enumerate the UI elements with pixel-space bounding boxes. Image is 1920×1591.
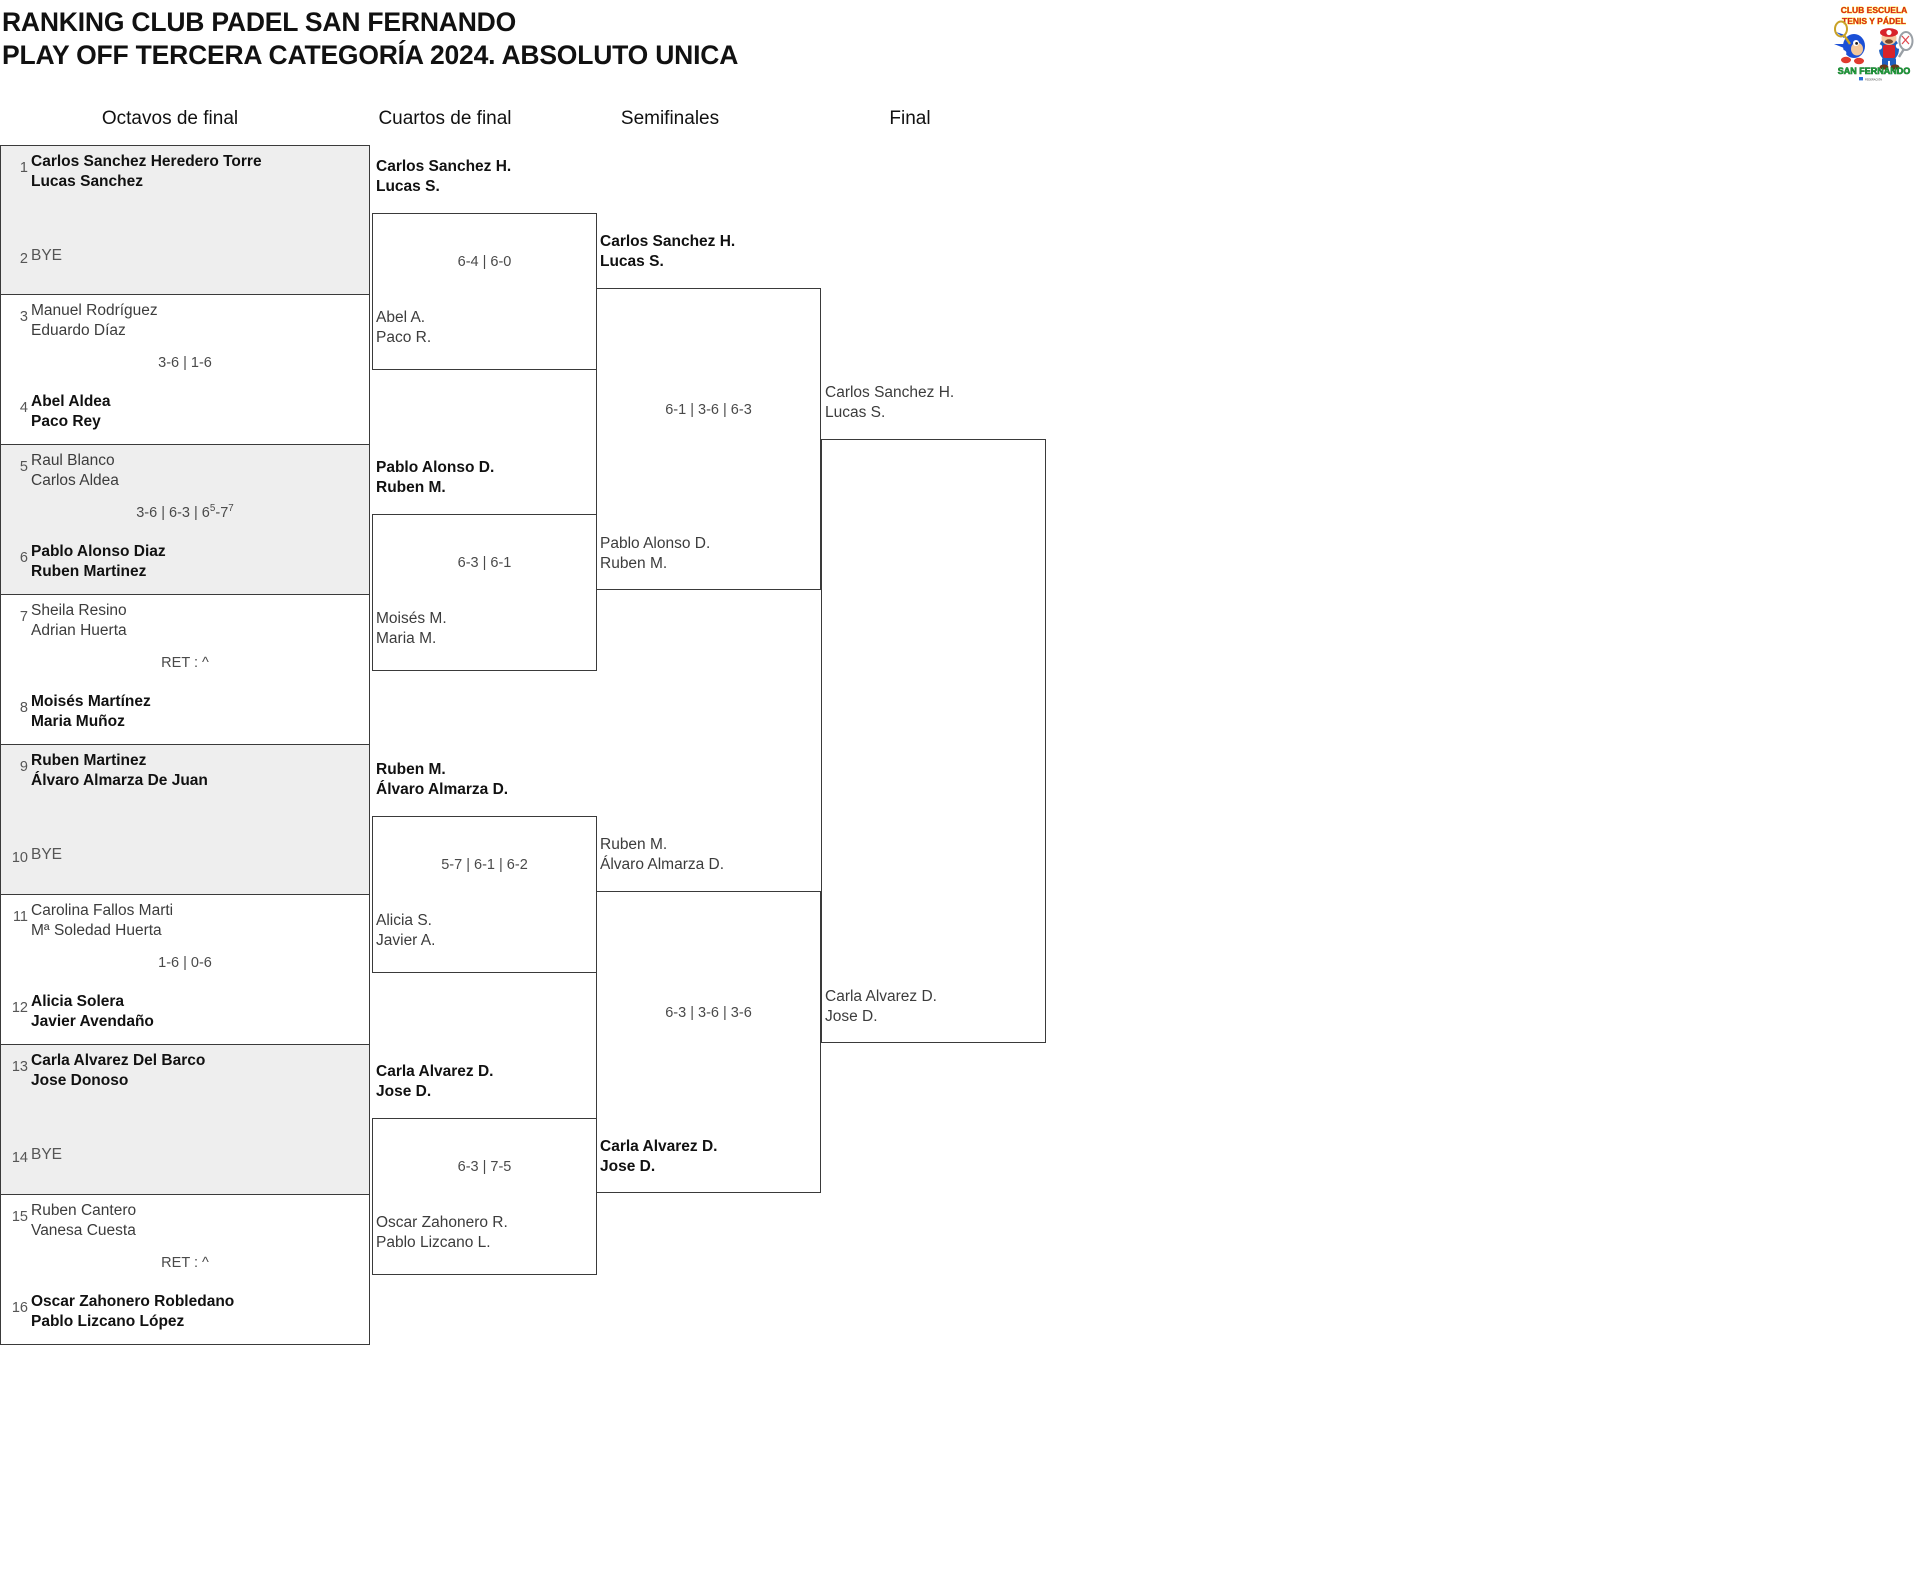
seed-number: 4 — [19, 400, 28, 416]
qf3-score: 5-7 | 6-1 | 6-2 — [441, 857, 528, 873]
round-header-cuartos: Cuartos de final — [378, 108, 512, 129]
seed-number: 5 — [19, 459, 28, 475]
sf2-team-top: Ruben M.Álvaro Almarza D. — [600, 836, 725, 873]
club-logo: CLUB ESCUELA TENIS Y PÁDEL SAN FERNAN — [1832, 2, 1916, 82]
club-logo-artwork: CLUB ESCUELA TENIS Y PÁDEL SAN FERNAN — [1832, 2, 1916, 82]
round-header-octavos: Octavos de final — [101, 108, 239, 129]
seed-number: 11 — [12, 909, 28, 925]
match-score: 3-6 | 1-6 — [158, 355, 212, 371]
seed-number: 3 — [19, 309, 28, 325]
match-score: RET : ^ — [161, 1255, 209, 1271]
qf1-team-top: Carlos Sanchez H.Lucas S. — [376, 158, 512, 195]
sf2-team-bottom: Carla Alvarez D.Jose D. — [600, 1138, 718, 1175]
sf2-box[interactable]: 6-3 | 3-6 | 3-6 — [596, 891, 821, 1193]
svg-text:CLUB ESCUELA: CLUB ESCUELA — [1841, 5, 1908, 15]
seed-number: 6 — [19, 550, 28, 566]
qf3-team-bottom: Alicia S.Javier A. — [376, 912, 436, 949]
qf4-team-bottom: Oscar Zahonero R.Pablo Lizcano L. — [376, 1214, 508, 1251]
seed-number: 9 — [19, 759, 28, 775]
qf1-team-bottom: Abel A.Paco R. — [376, 309, 432, 346]
final-team-bottom: Carla Alvarez D.Jose D. — [825, 988, 937, 1025]
team-bottom-bye: BYE — [31, 846, 63, 863]
match-score: 3-6 | 6-3 | 65-77 — [136, 503, 234, 521]
title-line-2: PLAY OFF TERCERA CATEGORÍA 2024. ABSOLUT… — [2, 40, 739, 70]
match-score: RET : ^ — [161, 655, 209, 671]
qf3-team-top: Ruben M.Álvaro Almarza D. — [376, 761, 509, 798]
team-bottom-bye: BYE — [31, 1146, 63, 1163]
sf1-score: 6-1 | 3-6 | 6-3 — [665, 402, 752, 418]
team-bottom-bye: BYE — [31, 247, 63, 264]
svg-text:FEDERACIÓN: FEDERACIÓN — [1865, 76, 1882, 81]
qf2-score: 6-3 | 6-1 — [457, 555, 512, 571]
seed-number: 1 — [19, 160, 28, 176]
seed-number: 10 — [11, 850, 28, 866]
sf1-team-bottom: Pablo Alonso D.Ruben M. — [600, 535, 711, 572]
title-line-1: RANKING CLUB PADEL SAN FERNANDO — [2, 7, 516, 37]
round-header-semifinales: Semifinales — [620, 108, 720, 129]
seed-number: 13 — [11, 1059, 28, 1075]
seed-number: 12 — [11, 1000, 28, 1016]
page-title: RANKING CLUB PADEL SAN FERNANDO PLAY OFF… — [2, 6, 1402, 72]
sf2-score: 6-3 | 3-6 | 3-6 — [665, 1005, 752, 1021]
qf2-box[interactable]: 6-3 | 6-1 — [372, 514, 597, 671]
qf2-team-top: Pablo Alonso D.Ruben M. — [376, 459, 495, 496]
seed-number: 16 — [11, 1300, 28, 1316]
qf4-box[interactable]: 6-3 | 7-5 — [372, 1118, 597, 1275]
seed-number: 14 — [11, 1150, 28, 1166]
seed-number: 8 — [19, 700, 28, 716]
match-score: 1-6 | 0-6 — [158, 955, 212, 971]
seed-number: 15 — [11, 1209, 28, 1225]
qf4-score: 6-3 | 7-5 — [457, 1159, 512, 1175]
seed-number: 7 — [19, 609, 28, 625]
sf1-box[interactable]: 6-1 | 3-6 | 6-3 — [596, 288, 821, 590]
final-box[interactable] — [821, 439, 1046, 1043]
round-header-final: Final — [889, 108, 931, 129]
svg-text:SAN FERNANDO: SAN FERNANDO — [1838, 66, 1911, 76]
svg-text:TENIS Y PÁDEL: TENIS Y PÁDEL — [1842, 16, 1906, 26]
qf4-team-top: Carla Alvarez D.Jose D. — [376, 1063, 494, 1100]
qf2-team-bottom: Moisés M.Maria M. — [376, 610, 447, 647]
final-team-top: Carlos Sanchez H.Lucas S. — [825, 384, 955, 421]
sf1-team-top: Carlos Sanchez H.Lucas S. — [600, 233, 736, 270]
seed-number: 2 — [19, 251, 28, 267]
qf1-score: 6-4 | 6-0 — [457, 254, 512, 270]
